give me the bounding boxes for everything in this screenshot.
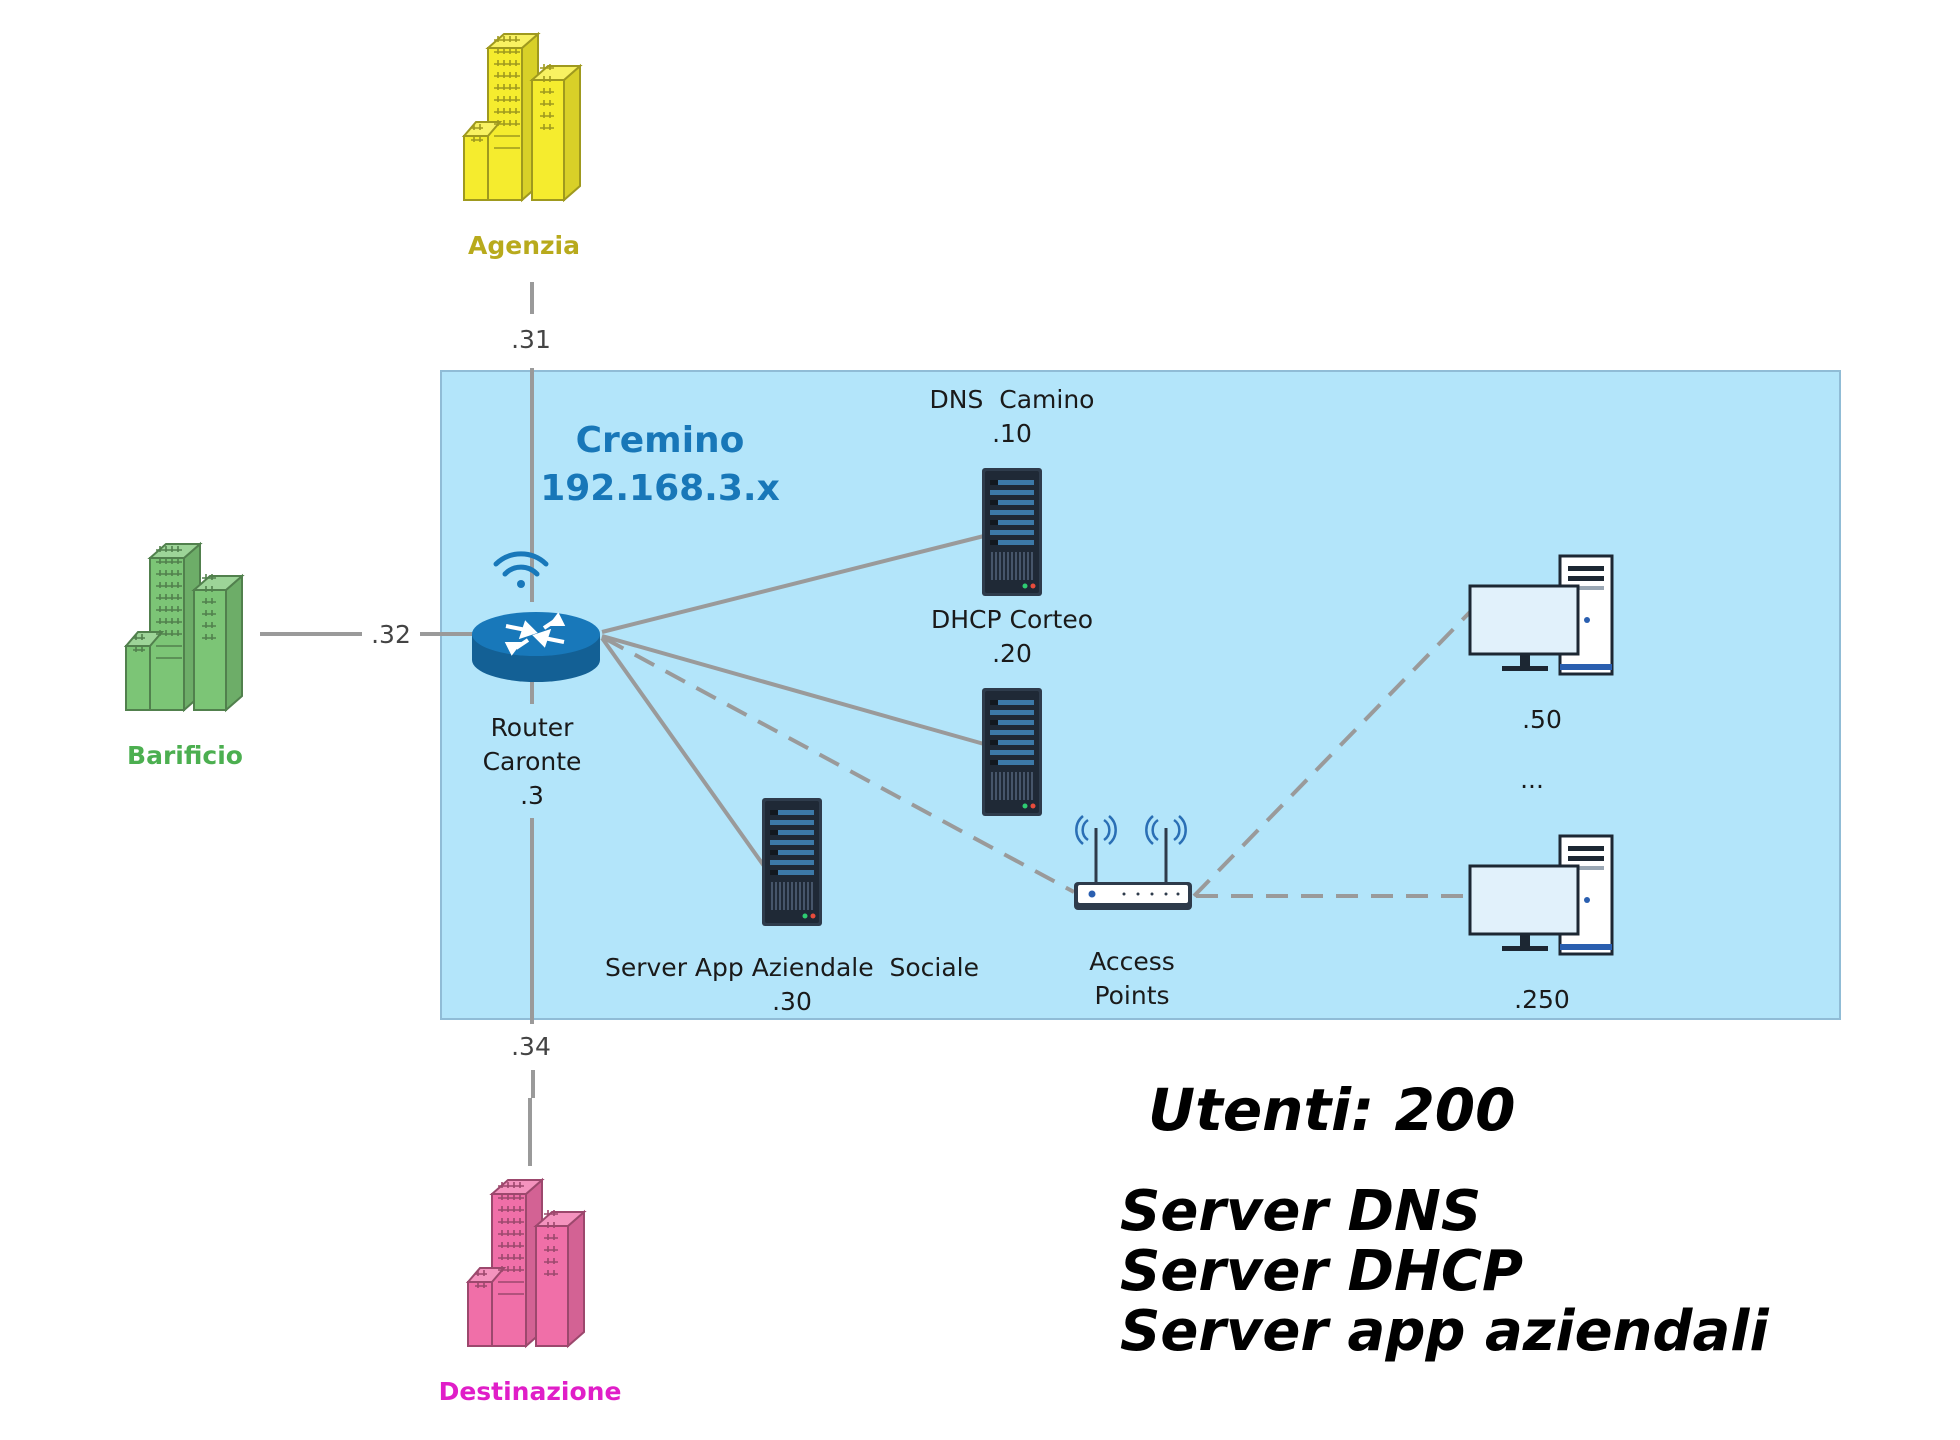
access-point-label-line1: Access: [1089, 947, 1175, 976]
access-point-icon: [1074, 815, 1192, 910]
access-point-label-line2: Points: [1094, 981, 1169, 1010]
dns-server-name: DNS Camino: [930, 385, 1095, 414]
app-server-ip: .30: [772, 987, 812, 1016]
ip-agenzia: .31: [511, 325, 551, 354]
dhcp-server-name: DHCP Corteo: [931, 605, 1093, 634]
site-label-barificio: Barificio: [127, 741, 243, 770]
summary-service-dhcp: Server DHCP: [1120, 1239, 1523, 1304]
dns-server-ip: .10: [992, 419, 1032, 448]
network-subnet: 192.168.3.x: [540, 468, 780, 509]
link-router-app: [600, 636, 766, 868]
server-icon: [981, 687, 1043, 817]
server-icon: [761, 797, 823, 927]
router-icon: [472, 612, 600, 682]
dhcp-server-ip: .20: [992, 639, 1032, 668]
ip-barificio: .32: [371, 620, 411, 649]
link-router-dhcp: [601, 634, 985, 746]
router-ip: .3: [520, 781, 544, 810]
site-label-destinazione: Destinazione: [439, 1377, 622, 1406]
client-last-ip: .250: [1514, 985, 1570, 1014]
router-name-line1: Router: [491, 713, 575, 742]
link-router-dns: [601, 534, 985, 634]
building-icon: [465, 1177, 587, 1349]
app-server-name: Server App Aziendale Sociale: [605, 953, 979, 982]
link-destinazione-lower: [528, 1070, 535, 1166]
wifi-icon: [493, 551, 549, 588]
site-label-agenzia: Agenzia: [468, 231, 580, 260]
client-first-ip: .50: [1522, 705, 1562, 734]
summary-service-apps: Server app aziendali: [1120, 1299, 1769, 1364]
building-icon: [461, 31, 583, 203]
summary-service-dns: Server DNS: [1120, 1179, 1481, 1244]
server-icon: [981, 467, 1043, 597]
network-name: Cremino: [576, 420, 745, 461]
client-ellipsis: ...: [1520, 765, 1544, 794]
building-icon: [123, 541, 245, 713]
router-name-line2: Caronte: [483, 747, 582, 776]
summary-users: Utenti: 200: [1148, 1076, 1516, 1144]
ip-destinazione: .34: [511, 1032, 551, 1061]
link-router-ap: [603, 636, 1075, 894]
link-ap-pc-top: [1192, 610, 1472, 898]
